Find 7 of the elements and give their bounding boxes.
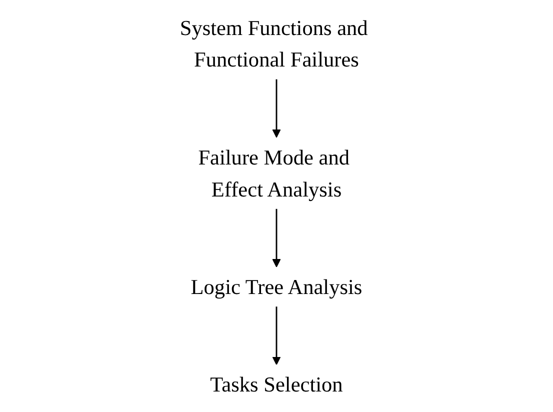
arrow bbox=[272, 79, 281, 138]
node-text: Tasks Selection bbox=[210, 372, 343, 397]
arrow bbox=[272, 208, 281, 268]
node-text: System Functions and Functional Failures bbox=[180, 15, 368, 72]
node-text: Failure Mode and Effect Analysis bbox=[198, 145, 350, 202]
arrow bbox=[272, 306, 281, 365]
node-text: Logic Tree Analysis bbox=[190, 274, 362, 299]
